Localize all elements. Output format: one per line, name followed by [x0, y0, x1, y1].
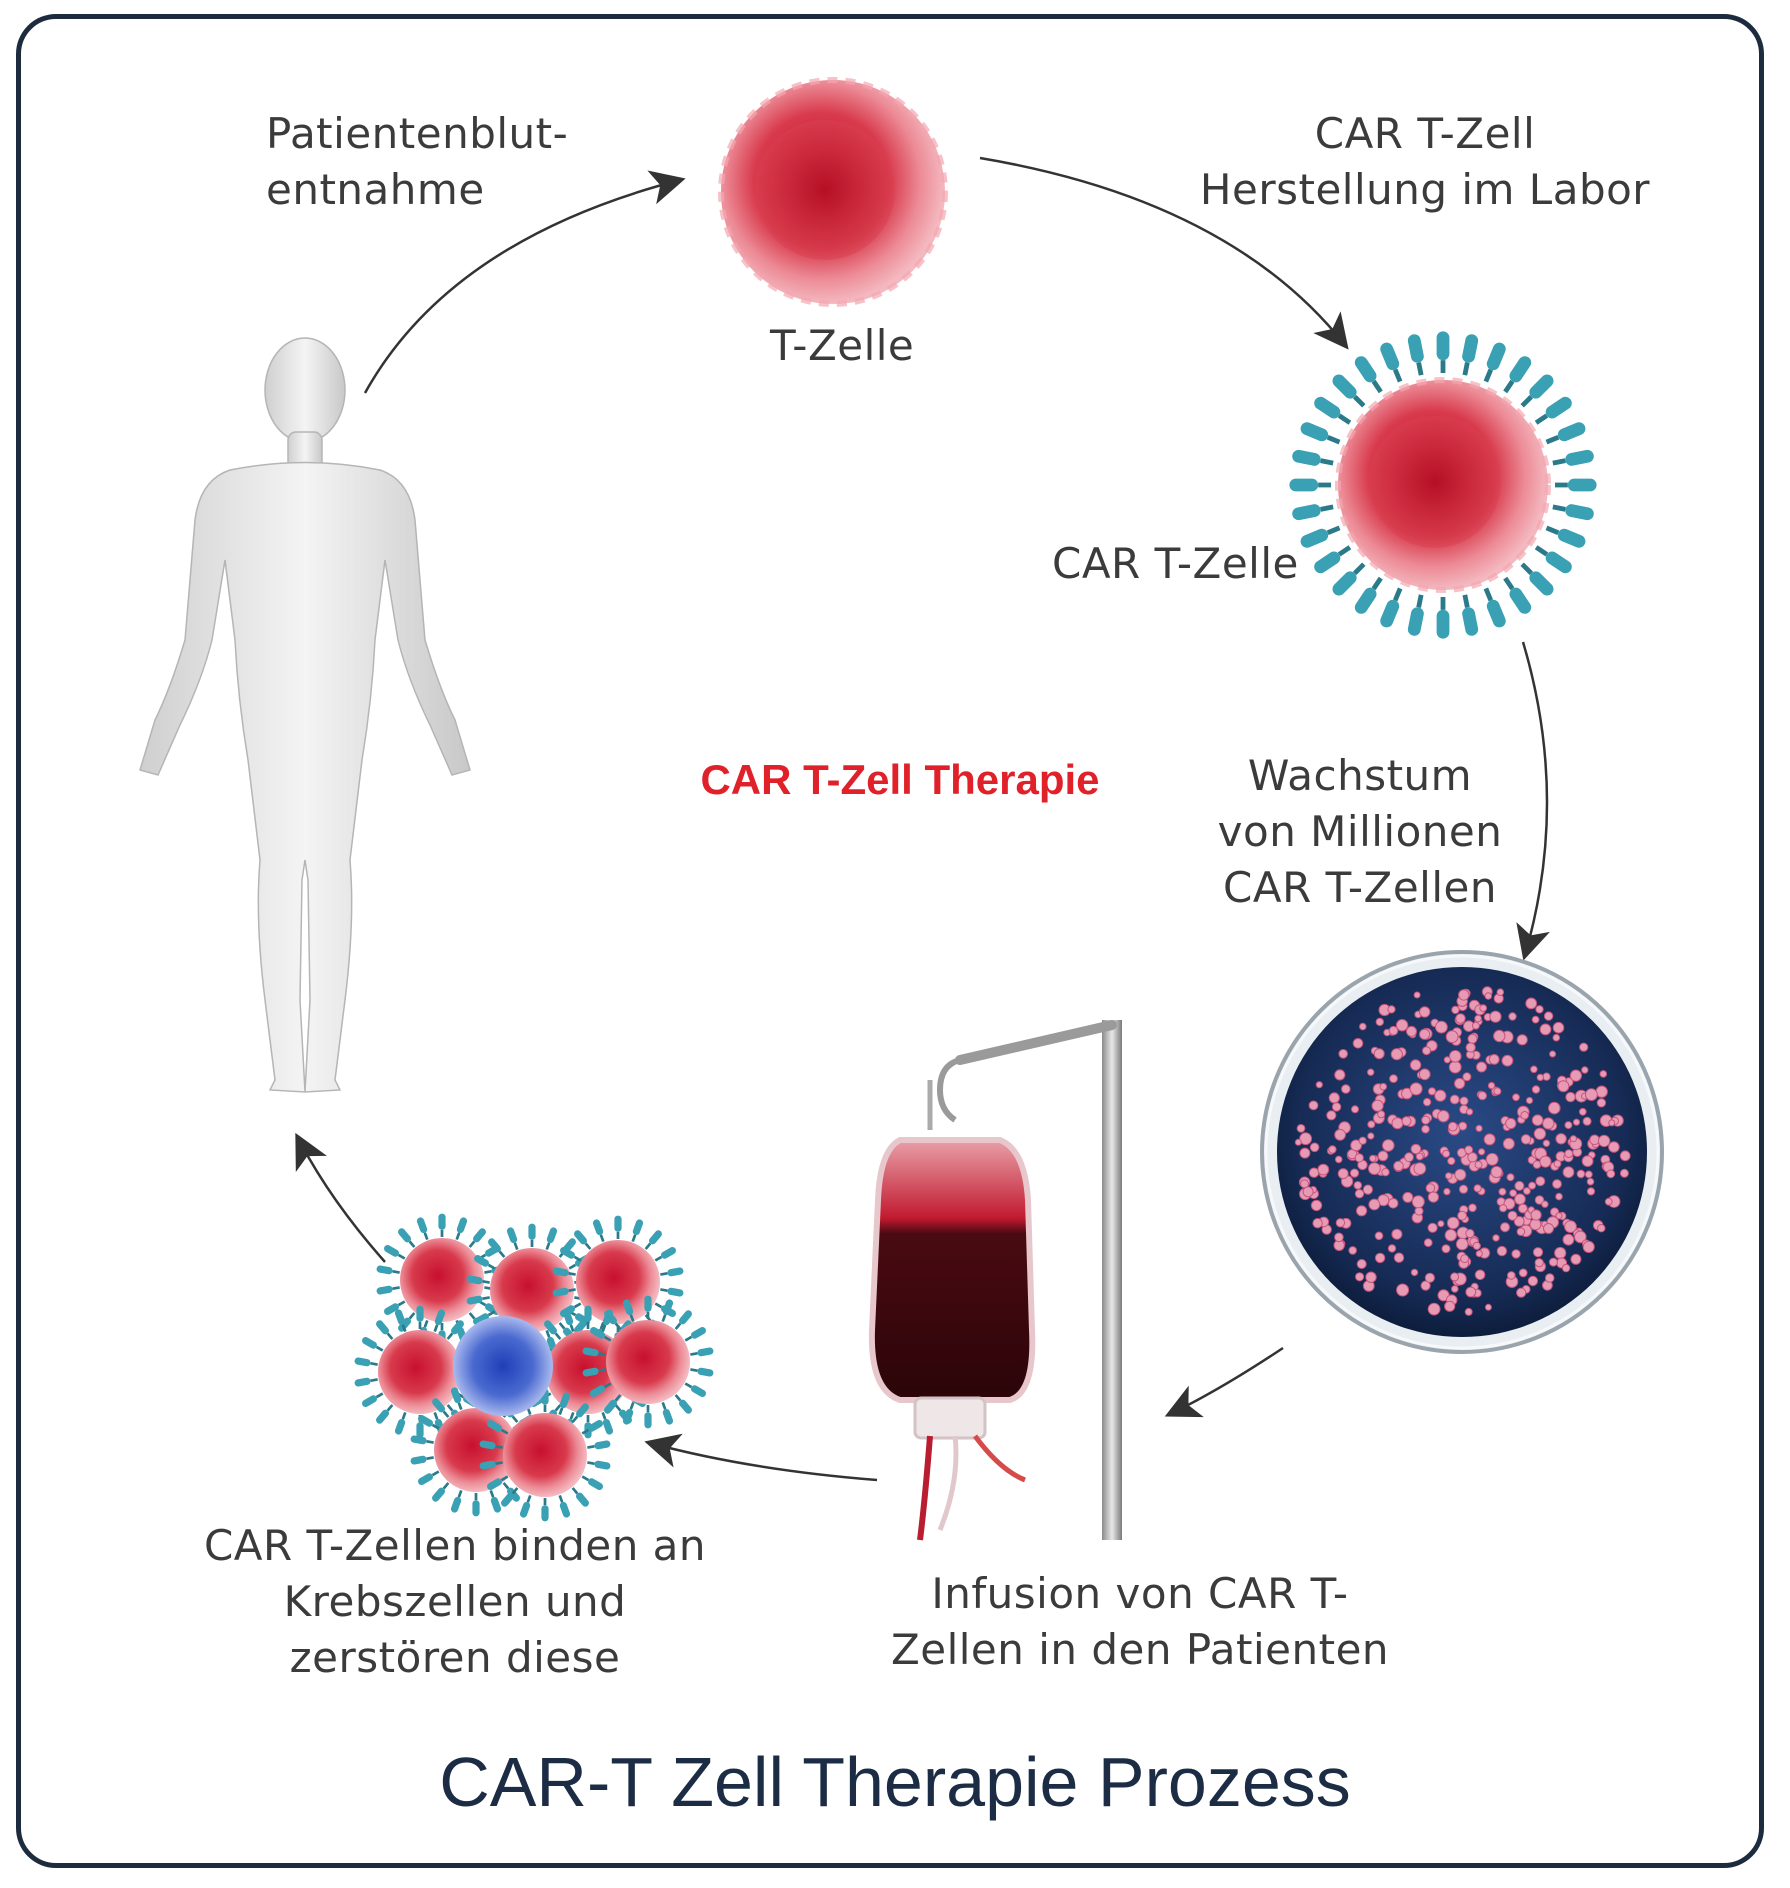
- label-infusion-line1: Infusion von CAR T-: [931, 1569, 1349, 1618]
- diagram-frame: [16, 14, 1764, 1868]
- t-cell-icon: [718, 77, 948, 307]
- label-blood-draw-line2: entnahme: [266, 165, 485, 214]
- label-blood-draw-line1: Patientenblut-: [266, 109, 569, 158]
- label-growth-line3: CAR T-Zellen: [1223, 863, 1497, 912]
- label-binding-line1: CAR T-Zellen binden an: [203, 1521, 707, 1570]
- cell-cluster-icon: [353, 1213, 715, 1522]
- car-t-cell-icon: [1289, 331, 1597, 639]
- label-t-cell: T-Zelle: [770, 321, 915, 370]
- label-growth-line1: Wachstum: [1247, 751, 1473, 800]
- label-infusion-line2: Zellen in den Patienten: [890, 1625, 1390, 1674]
- label-infusion: Infusion von CAR T- Zellen in den Patien…: [880, 1566, 1400, 1678]
- arrow-infusion-to-binding: [644, 1433, 878, 1482]
- arrow-blood-to-tcell: [363, 170, 686, 394]
- label-binding-line2: Krebszellen und: [283, 1577, 627, 1626]
- petri-dish-icon: [1260, 950, 1664, 1354]
- label-growth-line2: von Millionen: [1217, 807, 1503, 856]
- label-lab-line2: Herstellung im Labor: [1199, 165, 1651, 214]
- label-lab-line1: CAR T-Zell: [1314, 109, 1536, 158]
- arrow-binding-to-body: [295, 1132, 386, 1263]
- center-title: CAR T-Zell Therapie: [700, 756, 1100, 803]
- iv-bag-icon: [868, 1020, 1122, 1541]
- arrow-tcell-to-cart: [979, 156, 1349, 350]
- label-binding-line3: zerstören diese: [289, 1633, 621, 1682]
- label-blood-draw: Patientenblut- entnahme: [266, 106, 568, 218]
- label-growth: Wachstum von Millionen CAR T-Zellen: [1210, 748, 1510, 916]
- arrow-cart-to-petri: [1516, 641, 1550, 961]
- footer-title: CAR-T Zell Therapie Prozess: [439, 1743, 1351, 1821]
- label-binding: CAR T-Zellen binden an Krebszellen und z…: [190, 1518, 720, 1686]
- label-car-t-cell: CAR T-Zelle: [1052, 539, 1299, 588]
- human-body-icon: [139, 337, 471, 1093]
- arrow-petri-to-infusion: [1164, 1346, 1284, 1418]
- label-lab: CAR T-Zell Herstellung im Labor: [1195, 106, 1655, 218]
